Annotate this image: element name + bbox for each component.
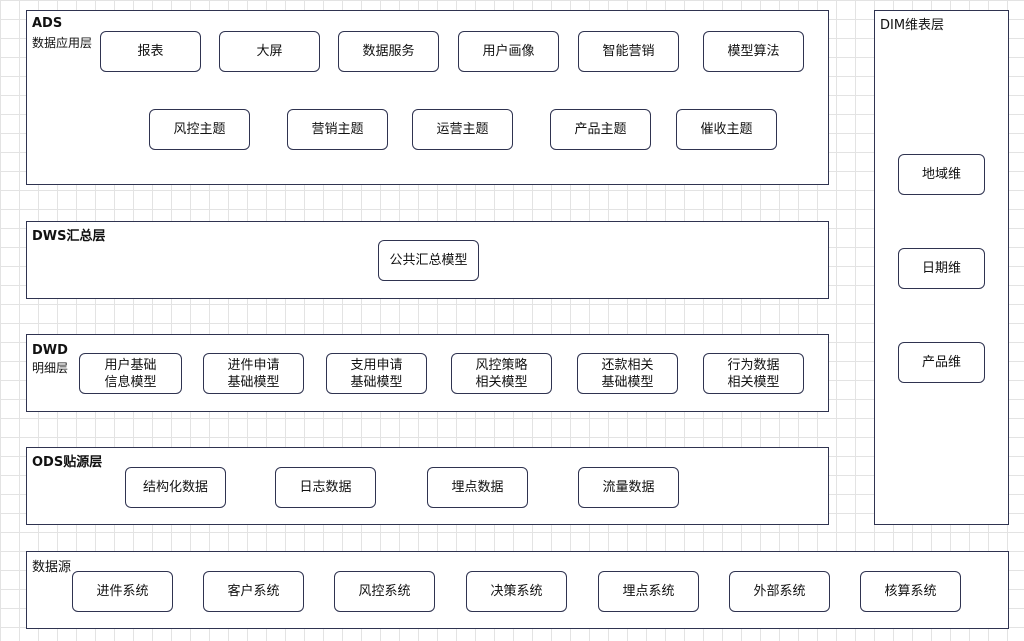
ods-node-traffic-data[interactable]: 流量数据 (578, 467, 679, 508)
source-node-decision-system[interactable]: 决策系统 (466, 571, 567, 612)
ads-node-product-theme[interactable]: 产品主题 (550, 109, 651, 150)
source-node-risk-system[interactable]: 风控系统 (334, 571, 435, 612)
ads-layer-subtitle: 数据应用层 (32, 36, 93, 50)
data-source-panel: 数据源 进件系统 客户系统 风控系统 决策系统 埋点系统 外部系统 核算系统 (26, 551, 1009, 629)
dws-layer-title: DWS汇总层 (32, 229, 106, 244)
ads-layer-panel: ADS 数据应用层 报表 大屏 数据服务 用户画像 智能营销 模型算法 风控主题… (26, 10, 829, 185)
ads-node-marketing-theme[interactable]: 营销主题 (287, 109, 388, 150)
ods-layer-title: ODS贴源层 (32, 455, 103, 470)
dwd-node-risk-strategy[interactable]: 风控策略 相关模型 (451, 353, 552, 394)
ods-node-log-data[interactable]: 日志数据 (275, 467, 376, 508)
dwd-layer-panel: DWD 明细层 用户基础 信息模型 进件申请 基础模型 支用申请 基础模型 风控… (26, 334, 829, 412)
ods-node-tracking-data[interactable]: 埋点数据 (427, 467, 528, 508)
ods-node-structured-data[interactable]: 结构化数据 (125, 467, 226, 508)
source-node-customer-system[interactable]: 客户系统 (203, 571, 304, 612)
dim-layer-title: DIM维表层 (880, 18, 945, 33)
dim-node-date[interactable]: 日期维 (898, 248, 985, 289)
dwd-node-drawdown-application[interactable]: 支用申请 基础模型 (326, 353, 427, 394)
ads-node-report[interactable]: 报表 (100, 31, 201, 72)
source-node-tracking-system[interactable]: 埋点系统 (598, 571, 699, 612)
source-node-external-system[interactable]: 外部系统 (729, 571, 830, 612)
ods-layer-panel: ODS贴源层 结构化数据 日志数据 埋点数据 流量数据 (26, 447, 829, 525)
dwd-layer-subtitle: 明细层 (32, 361, 69, 375)
dwd-node-repayment[interactable]: 还款相关 基础模型 (577, 353, 678, 394)
ads-node-big-screen[interactable]: 大屏 (219, 31, 320, 72)
dwd-node-loan-application[interactable]: 进件申请 基础模型 (203, 353, 304, 394)
dws-layer-panel: DWS汇总层 公共汇总模型 (26, 221, 829, 299)
ads-node-operation-theme[interactable]: 运营主题 (412, 109, 513, 150)
ads-node-collection-theme[interactable]: 催收主题 (676, 109, 777, 150)
data-source-title: 数据源 (32, 560, 72, 575)
dwd-node-user-basic-info[interactable]: 用户基础 信息模型 (79, 353, 182, 394)
ads-node-data-service[interactable]: 数据服务 (338, 31, 439, 72)
dim-node-region[interactable]: 地域维 (898, 154, 985, 195)
ads-node-risk-theme[interactable]: 风控主题 (149, 109, 250, 150)
ads-layer-title: ADS (32, 16, 63, 31)
dwd-layer-title: DWD (32, 343, 68, 358)
ads-node-model-algorithm[interactable]: 模型算法 (703, 31, 804, 72)
source-node-accounting-system[interactable]: 核算系统 (860, 571, 961, 612)
ads-node-smart-marketing[interactable]: 智能营销 (578, 31, 679, 72)
dwd-node-behavior-data[interactable]: 行为数据 相关模型 (703, 353, 804, 394)
ads-node-user-profile[interactable]: 用户画像 (458, 31, 559, 72)
dim-layer-panel: DIM维表层 地域维 日期维 产品维 (874, 10, 1009, 525)
dws-node-common-summary-model[interactable]: 公共汇总模型 (378, 240, 479, 281)
source-node-application-system[interactable]: 进件系统 (72, 571, 173, 612)
dim-node-product[interactable]: 产品维 (898, 342, 985, 383)
